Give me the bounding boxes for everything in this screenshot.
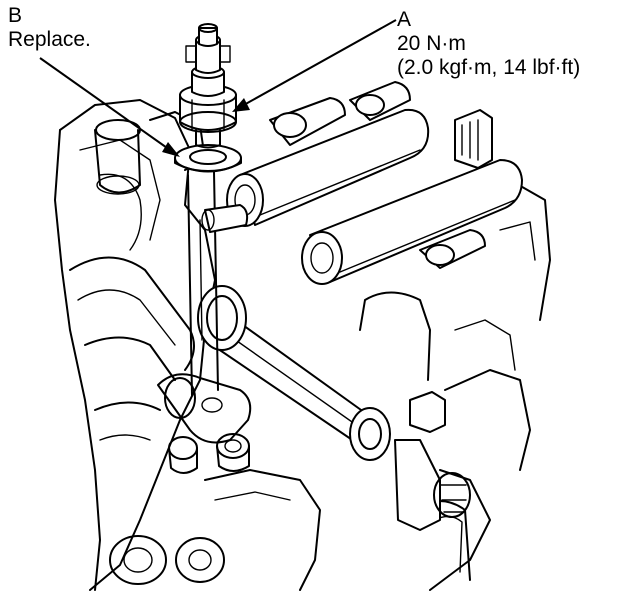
long-shaft xyxy=(197,285,471,531)
arrowhead-a xyxy=(232,98,250,112)
callout-a: A 20 N·m (2.0 kgf·m, 14 lbf·ft) xyxy=(397,8,580,80)
callout-a-torque-alt: (2.0 kgf·m, 14 lbf·ft) xyxy=(397,56,581,79)
callout-b-note: Replace. xyxy=(8,28,91,51)
callout-a-letter: A xyxy=(397,8,412,31)
callout-b: B Replace. xyxy=(8,4,91,52)
leader-a xyxy=(241,19,397,107)
connector-right xyxy=(454,109,493,169)
callout-a-torque-nm: 20 N·m xyxy=(397,32,466,55)
fuel-rail-lower xyxy=(301,159,523,285)
leader-b xyxy=(39,57,171,151)
leader-lines xyxy=(39,19,397,157)
guide-tube xyxy=(187,171,249,396)
arrowhead-b xyxy=(162,142,180,157)
oil-pressure-sensor xyxy=(179,23,237,149)
sealing-washer xyxy=(174,144,242,173)
fuel-rail-upper xyxy=(226,81,430,227)
callout-b-letter: B xyxy=(8,4,23,27)
